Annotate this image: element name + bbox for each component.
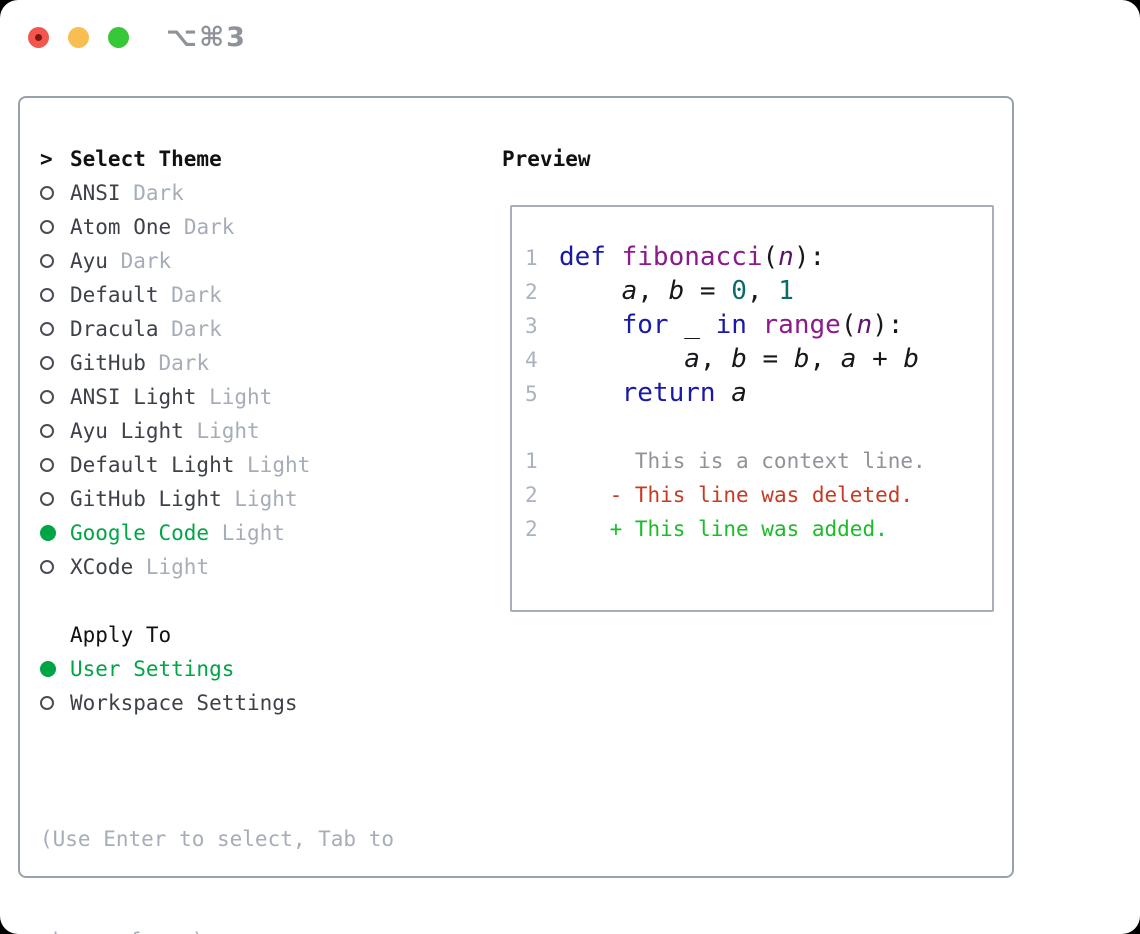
radio-selected-icon (40, 661, 56, 677)
theme-option-github-light-light[interactable]: GitHub Light Light (40, 482, 394, 516)
select-theme-header: > Select Theme (40, 142, 394, 176)
theme-option-label: XCode Light (70, 555, 210, 579)
theme-option-label: Default Dark (70, 283, 222, 307)
line-number: 3 (525, 314, 538, 338)
radio-icon (40, 220, 54, 234)
line-number: 2 (525, 517, 538, 541)
theme-option-label: Atom One Dark (70, 215, 235, 239)
apply-to-header: Apply To (40, 618, 394, 652)
radio-selected-icon (40, 525, 56, 541)
radio-icon (40, 390, 54, 404)
radio-icon (40, 254, 54, 268)
diff-line-context: 1 This is a context line. (525, 444, 992, 478)
keyboard-hint-line-1: (Use Enter to select, Tab to (40, 827, 395, 851)
radio-icon (40, 560, 54, 574)
radio-icon (40, 424, 54, 438)
apply-option-user-settings[interactable]: User Settings (40, 652, 394, 686)
preview-title: Preview (502, 147, 591, 171)
minimize-button[interactable] (68, 27, 89, 48)
radio-icon (40, 356, 54, 370)
theme-option-default-dark[interactable]: Default Dark (40, 278, 394, 312)
zoom-button[interactable] (108, 27, 129, 48)
radio-icon (40, 492, 54, 506)
theme-option-google-code-light[interactable]: Google Code Light (40, 516, 394, 550)
close-button[interactable] (28, 27, 49, 48)
diff-sample: 1 This is a context line.2 - This line w… (525, 444, 992, 546)
line-number: 5 (525, 382, 538, 406)
theme-option-label: ANSI Light Light (70, 385, 273, 409)
radio-icon (40, 696, 54, 710)
select-theme-title: Select Theme (70, 147, 222, 171)
theme-option-ayu-light-light[interactable]: Ayu Light Light (40, 414, 394, 448)
prompt-icon: > (40, 147, 53, 171)
line-number: 1 (525, 449, 538, 473)
apply-option-label: User Settings (70, 657, 235, 681)
window-shortcut-label: ⌥⌘3 (166, 22, 247, 53)
theme-option-label: Default Light Light (70, 453, 311, 477)
radio-icon (40, 458, 54, 472)
line-number: 4 (525, 348, 538, 372)
theme-option-ansi-dark[interactable]: ANSI Dark (40, 176, 394, 210)
diff-line-added: 2 + This line was added. (525, 512, 992, 546)
apply-option-label: Workspace Settings (70, 691, 298, 715)
code-line: 4 a, b = b, a + b (525, 342, 992, 376)
theme-option-label: GitHub Dark (70, 351, 210, 375)
keyboard-hint-line-2: change focus) (40, 924, 394, 934)
line-number: 2 (525, 483, 538, 507)
theme-option-ansi-light-light[interactable]: ANSI Light Light (40, 380, 394, 414)
radio-icon (40, 322, 54, 336)
theme-option-atom-one-dark[interactable]: Atom One Dark (40, 210, 394, 244)
code-line: 5 return a (525, 376, 992, 410)
line-number: 1 (525, 246, 538, 270)
theme-option-ayu-dark[interactable]: Ayu Dark (40, 244, 394, 278)
theme-option-label: Google Code Light (70, 521, 285, 545)
radio-icon (40, 186, 54, 200)
theme-option-label: Dracula Dark (70, 317, 222, 341)
theme-option-label: Ayu Dark (70, 249, 172, 273)
keyboard-hint: (Use Enter to select, Tab to change focu… (40, 754, 394, 934)
theme-option-label: Ayu Light Light (70, 419, 260, 443)
radio-icon (40, 288, 54, 302)
code-line: 2 a, b = 0, 1 (525, 274, 992, 308)
code-line: 3 for _ in range(n): (525, 308, 992, 342)
theme-option-label: ANSI Dark (70, 181, 184, 205)
theme-option-dracula-dark[interactable]: Dracula Dark (40, 312, 394, 346)
window-controls (28, 27, 129, 48)
apply-option-workspace-settings[interactable]: Workspace Settings (40, 686, 394, 720)
close-dot-icon (35, 34, 42, 41)
theme-option-github-dark[interactable]: GitHub Dark (40, 346, 394, 380)
theme-option-default-light-light[interactable]: Default Light Light (40, 448, 394, 482)
diff-line-deleted: 2 - This line was deleted. (525, 478, 992, 512)
line-number: 2 (525, 280, 538, 304)
apply-to-title: Apply To (70, 623, 172, 647)
theme-option-label: GitHub Light Light (70, 487, 298, 511)
theme-option-xcode-light[interactable]: XCode Light (40, 550, 394, 584)
